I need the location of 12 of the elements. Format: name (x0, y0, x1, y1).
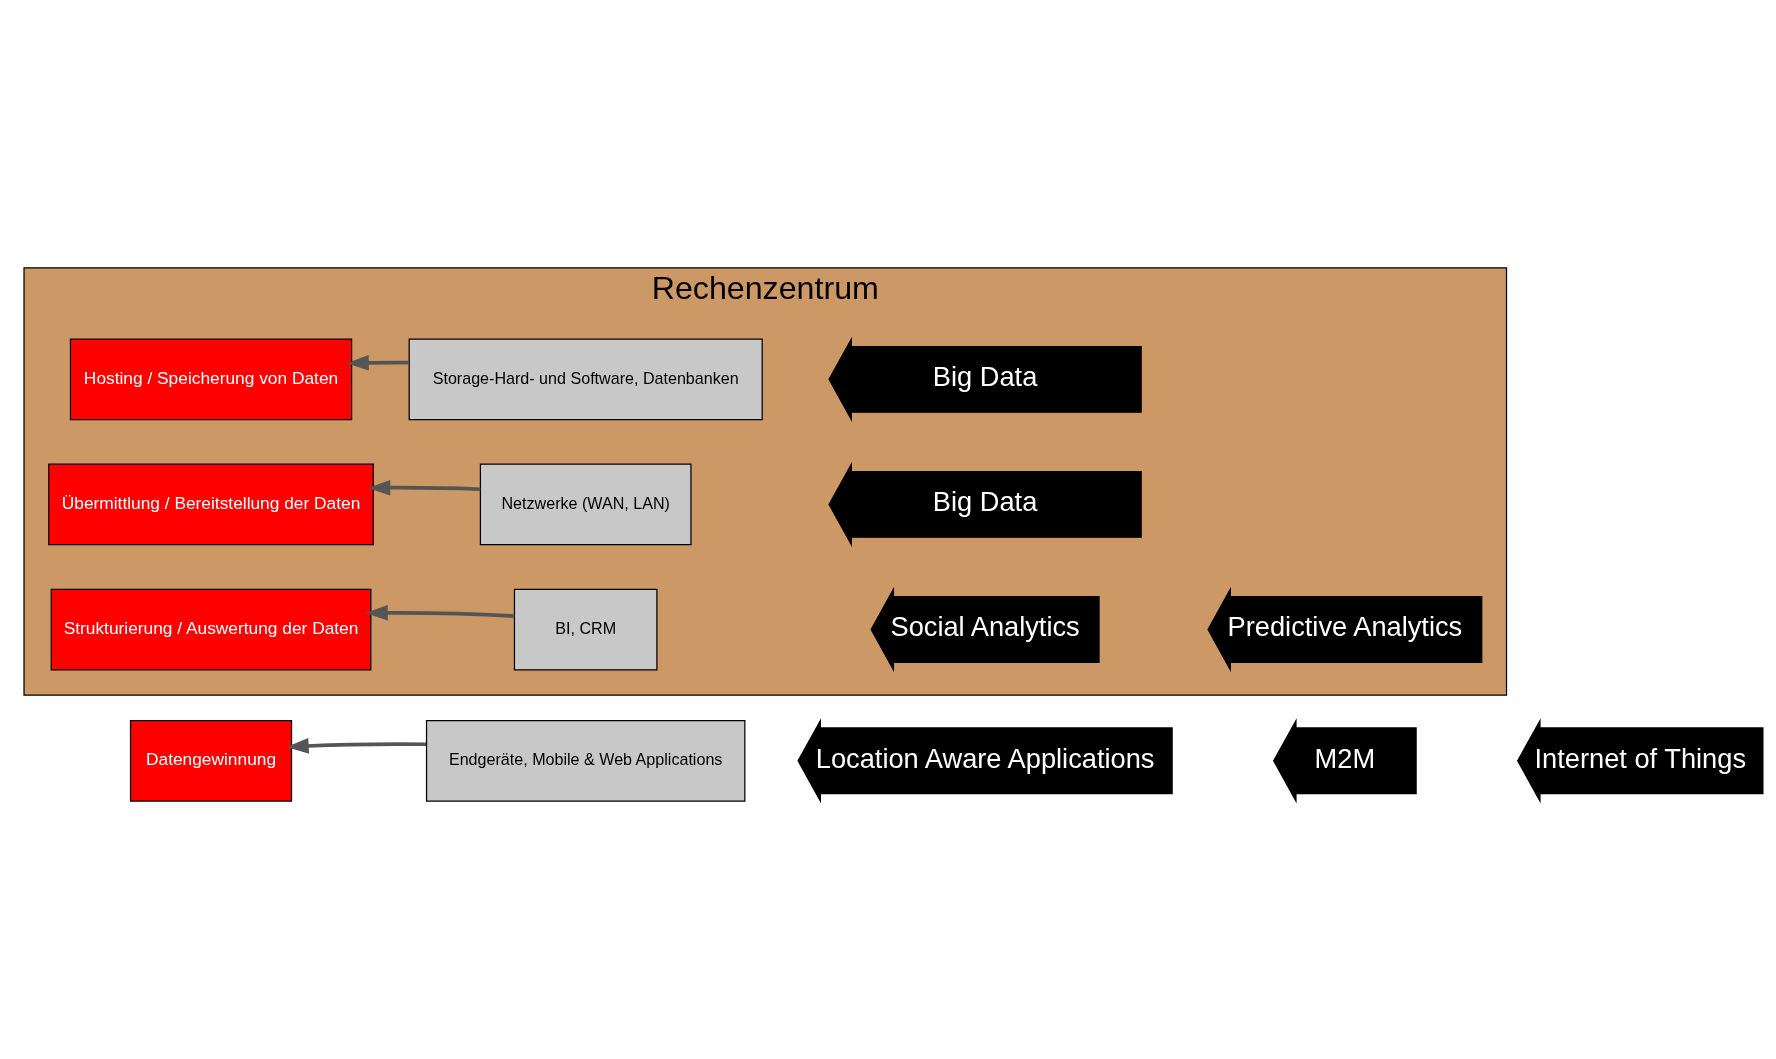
node-box: Übermittlung / Bereitstellung der Daten (47, 463, 374, 546)
arrow (345, 354, 409, 371)
arrow (367, 479, 480, 496)
node-box: BI, CRM (513, 588, 657, 671)
node-box: Endgeräte, Mobile & Web Applications (425, 719, 745, 802)
node-box: Strukturierung / Auswertung der Daten (50, 588, 371, 671)
arrow (285, 738, 426, 754)
arrow (364, 605, 515, 621)
node-box: Hosting / Speicherung von Daten (69, 338, 352, 421)
node-box: Datengewinnung (129, 719, 292, 802)
node-box: Storage-Hard- und Software, Datenbanken (408, 338, 763, 421)
node-box: Netzwerke (WAN, LAN) (479, 463, 692, 546)
